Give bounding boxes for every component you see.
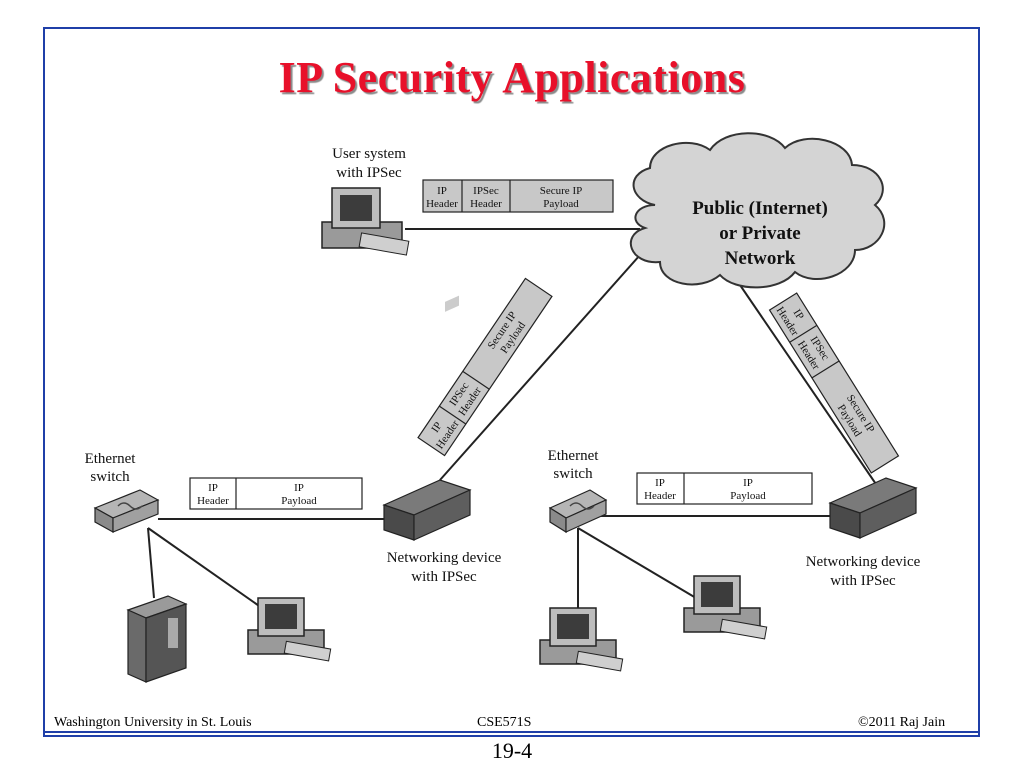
footer-institution: Washington University in St. Louis [54,715,252,730]
right-plain-payload-l1: IP [743,477,753,489]
link-left-switch-to-server [147,527,155,599]
right-workstation-2-icon [683,575,768,640]
user-ipsec-packet: IP Header IPSec Header Secure IP Payload [422,179,614,213]
right-ipsec-packet: IP Header IPSec Header Secure IP Payload [768,292,900,474]
left-plain-ip-header-l2: Header [197,495,229,507]
right-plain-ip-header-l2: Header [644,490,676,502]
left-server-tower-icon [126,595,188,683]
pkt-ip-header-l1: IP [437,185,447,197]
left-networking-device-icon [382,295,472,541]
pkt-ipsec-header-l1: IPSec [473,185,499,197]
right-ethernet-switch-icon [548,489,608,534]
footer-course: CSE571S [477,715,532,730]
left-switch-label-line2: switch [90,469,130,485]
pkt-payload-l1: Secure IP [540,185,582,197]
right-device-label-line2: with IPSec [830,573,896,589]
cloud-label-line1: Public (Internet) [692,198,828,219]
link-left-switch-to-pc [147,527,263,609]
left-switch-label-line1: Ethernet [85,451,137,467]
right-networking-device-icon [828,477,918,539]
right-workstation-1-icon [539,607,624,672]
right-plain-ip-header-l1: IP [655,477,665,489]
right-device-label-line1: Networking device [806,554,921,570]
pkt-payload-l2: Payload [543,198,579,210]
page-number: 19-4 [491,738,533,763]
link-cloud-to-left-device [439,254,641,481]
left-workstation-icon [247,597,332,662]
left-device-label-line2: with IPSec [411,569,477,585]
right-switch-label-line1: Ethernet [548,448,600,464]
right-switch-label-line2: switch [553,466,593,482]
footer-divider [45,731,978,733]
slide-title: IP Security Applications [278,53,746,102]
network-cloud: Public (Internet) or Private Network [629,132,886,289]
left-ethernet-switch-icon [93,489,160,534]
right-plain-packet: IP Header IP Payload [636,472,813,505]
user-system-label-line1: User system [332,146,406,162]
user-system-label-line2: with IPSec [336,165,402,181]
footer-copyright: ©2011 Raj Jain [858,715,946,730]
left-plain-payload-l1: IP [294,482,304,494]
left-device-label-line1: Networking device [387,550,502,566]
pkt-ipsec-header-l2: Header [470,198,502,210]
left-plain-packet: IP Header IP Payload [189,477,363,510]
left-plain-payload-l2: Payload [281,495,317,507]
cloud-label-line3: Network [725,248,796,269]
cloud-label-line2: or Private [719,223,800,244]
right-plain-payload-l2: Payload [730,490,766,502]
link-cloud-to-right-device [739,284,881,491]
user-workstation-icon [321,187,410,256]
pkt-ip-header-l2: Header [426,198,458,210]
link-right-switch-to-pc2 [577,527,697,599]
left-ipsec-packet: IP Header IPSec Header Secure IP Payload [417,277,553,457]
left-plain-ip-header-l1: IP [208,482,218,494]
